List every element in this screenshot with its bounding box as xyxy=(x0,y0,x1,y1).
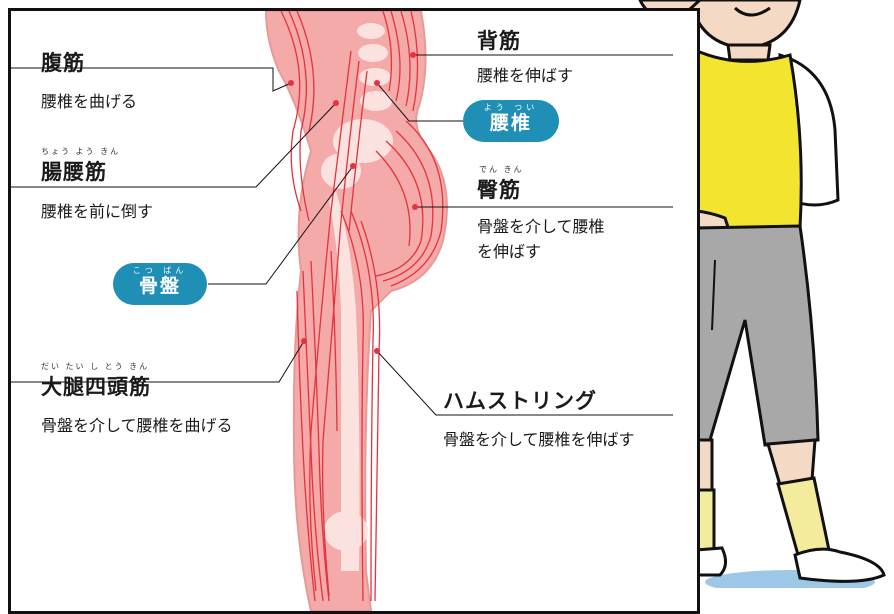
label-denkin-desc: 骨盤を介して腰椎を伸ばす xyxy=(477,217,605,261)
character-head xyxy=(688,0,802,50)
bubble-kotsuban-ruby: こつ ばん xyxy=(132,266,188,275)
label-hamstring-desc: 骨盤を介して腰椎を伸ばす xyxy=(443,430,635,449)
bubble-kotsuban-label: 骨盤 xyxy=(138,275,181,297)
label-haikin-desc: 腰椎を伸ばす xyxy=(477,66,574,85)
bubble-kotsuban: こつ ばん 骨盤 xyxy=(113,263,207,305)
label-chouyoukin-title: 腸腰筋 xyxy=(41,160,107,184)
character-shoe-left xyxy=(694,546,727,577)
leader-lines xyxy=(11,54,673,416)
label-denkin-title: 臀筋 xyxy=(477,178,521,202)
pointer-dots xyxy=(288,52,418,354)
label-daitaishitoukin-desc: 骨盤を介して腰椎を曲げる xyxy=(41,416,233,435)
character-shirt xyxy=(693,47,803,232)
label-fukkin-desc: 腰椎を曲げる xyxy=(41,92,138,111)
label-chouyoukin-desc: 腰椎を前に倒す xyxy=(41,202,154,221)
bubble-youtsui-ruby: よう つい xyxy=(483,103,539,112)
diagram-board: 腹筋 腰椎を曲げる ちょう よう きん 腸腰筋 腰椎を前に倒す だい たい し … xyxy=(8,8,700,614)
anatomy-illustration xyxy=(11,11,673,611)
muscle-fibres xyxy=(280,11,444,602)
label-fukkin-title: 腹筋 xyxy=(41,51,85,75)
label-denkin-ruby: でん きん xyxy=(479,165,524,174)
bubble-youtsui: よう つい 腰椎 xyxy=(463,100,559,142)
character-illustration xyxy=(638,0,886,588)
label-chouyoukin-ruby: ちょう よう きん xyxy=(41,147,121,156)
label-haikin-title: 背筋 xyxy=(477,29,521,53)
label-daitaishitoukin-title: 大腿四頭筋 xyxy=(41,375,151,399)
character-shoe xyxy=(793,547,886,583)
character-shorts xyxy=(693,224,820,447)
bubble-youtsui-label: 腰椎 xyxy=(489,112,532,134)
label-daitaishitoukin-ruby: だい たい し とう きん xyxy=(41,362,150,371)
label-hamstring-title: ハムストリング xyxy=(443,389,597,413)
